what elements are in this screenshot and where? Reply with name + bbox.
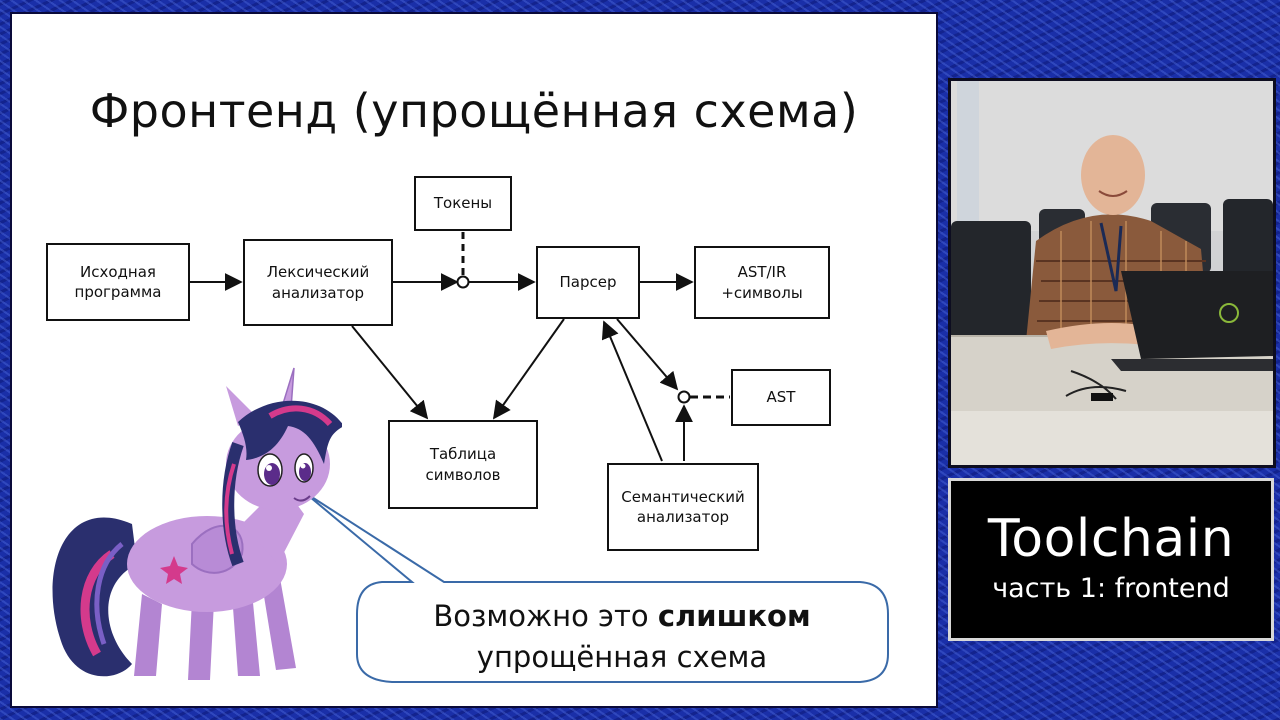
caption-title: Toolchain	[987, 509, 1235, 569]
edge-parser-junction2	[616, 318, 679, 391]
node-semantic-analyzer: Семантический анализатор	[607, 463, 759, 551]
bubble-line-1-strong: слишком	[657, 599, 811, 633]
presenter-head	[1081, 135, 1145, 215]
slide-title: Фронтенд (упрощённая схема)	[89, 84, 859, 138]
node-ast-ir: AST/IR +символы	[694, 246, 830, 319]
pony-legs	[134, 578, 296, 680]
diagram-edges	[190, 232, 730, 462]
caption-subtitle: часть 1: frontend	[992, 573, 1230, 604]
node-source-program: Исходная программа	[46, 243, 190, 321]
webcam-video	[948, 78, 1276, 468]
junction-tokens	[456, 275, 470, 289]
node-tokens: Токены	[414, 176, 512, 231]
bubble-line-2: упрощённая схема	[476, 639, 768, 674]
pony-mouth	[293, 495, 311, 502]
pony-mane	[238, 400, 342, 464]
edge-parser-symtab	[492, 318, 565, 420]
pony-illustration	[52, 367, 342, 680]
node-ast: AST	[731, 369, 831, 426]
junction-ast	[677, 390, 691, 404]
laptop	[1121, 271, 1273, 359]
bubble-line-1-prefix: Возможно это	[433, 599, 658, 633]
node-symbol-table: Таблица символов	[388, 420, 538, 509]
node-parser: Парсер	[536, 246, 640, 319]
speech-bubble	[303, 491, 889, 683]
bubble-line-1: Возможно это слишком	[357, 596, 887, 637]
pony-cutie-mark	[160, 556, 188, 584]
bubble-text: Возможно это слишком упрощённая схема	[357, 596, 887, 677]
node-lexer: Лексический анализатор	[243, 239, 393, 326]
title-card: Toolchain часть 1: frontend	[948, 478, 1274, 641]
presenter-image	[951, 81, 1273, 465]
edge-semantic-parser	[601, 320, 663, 462]
edge-lexer-symtab	[351, 325, 429, 420]
slide: Фронтенд (упрощённая схема) Исходная про…	[10, 12, 938, 708]
